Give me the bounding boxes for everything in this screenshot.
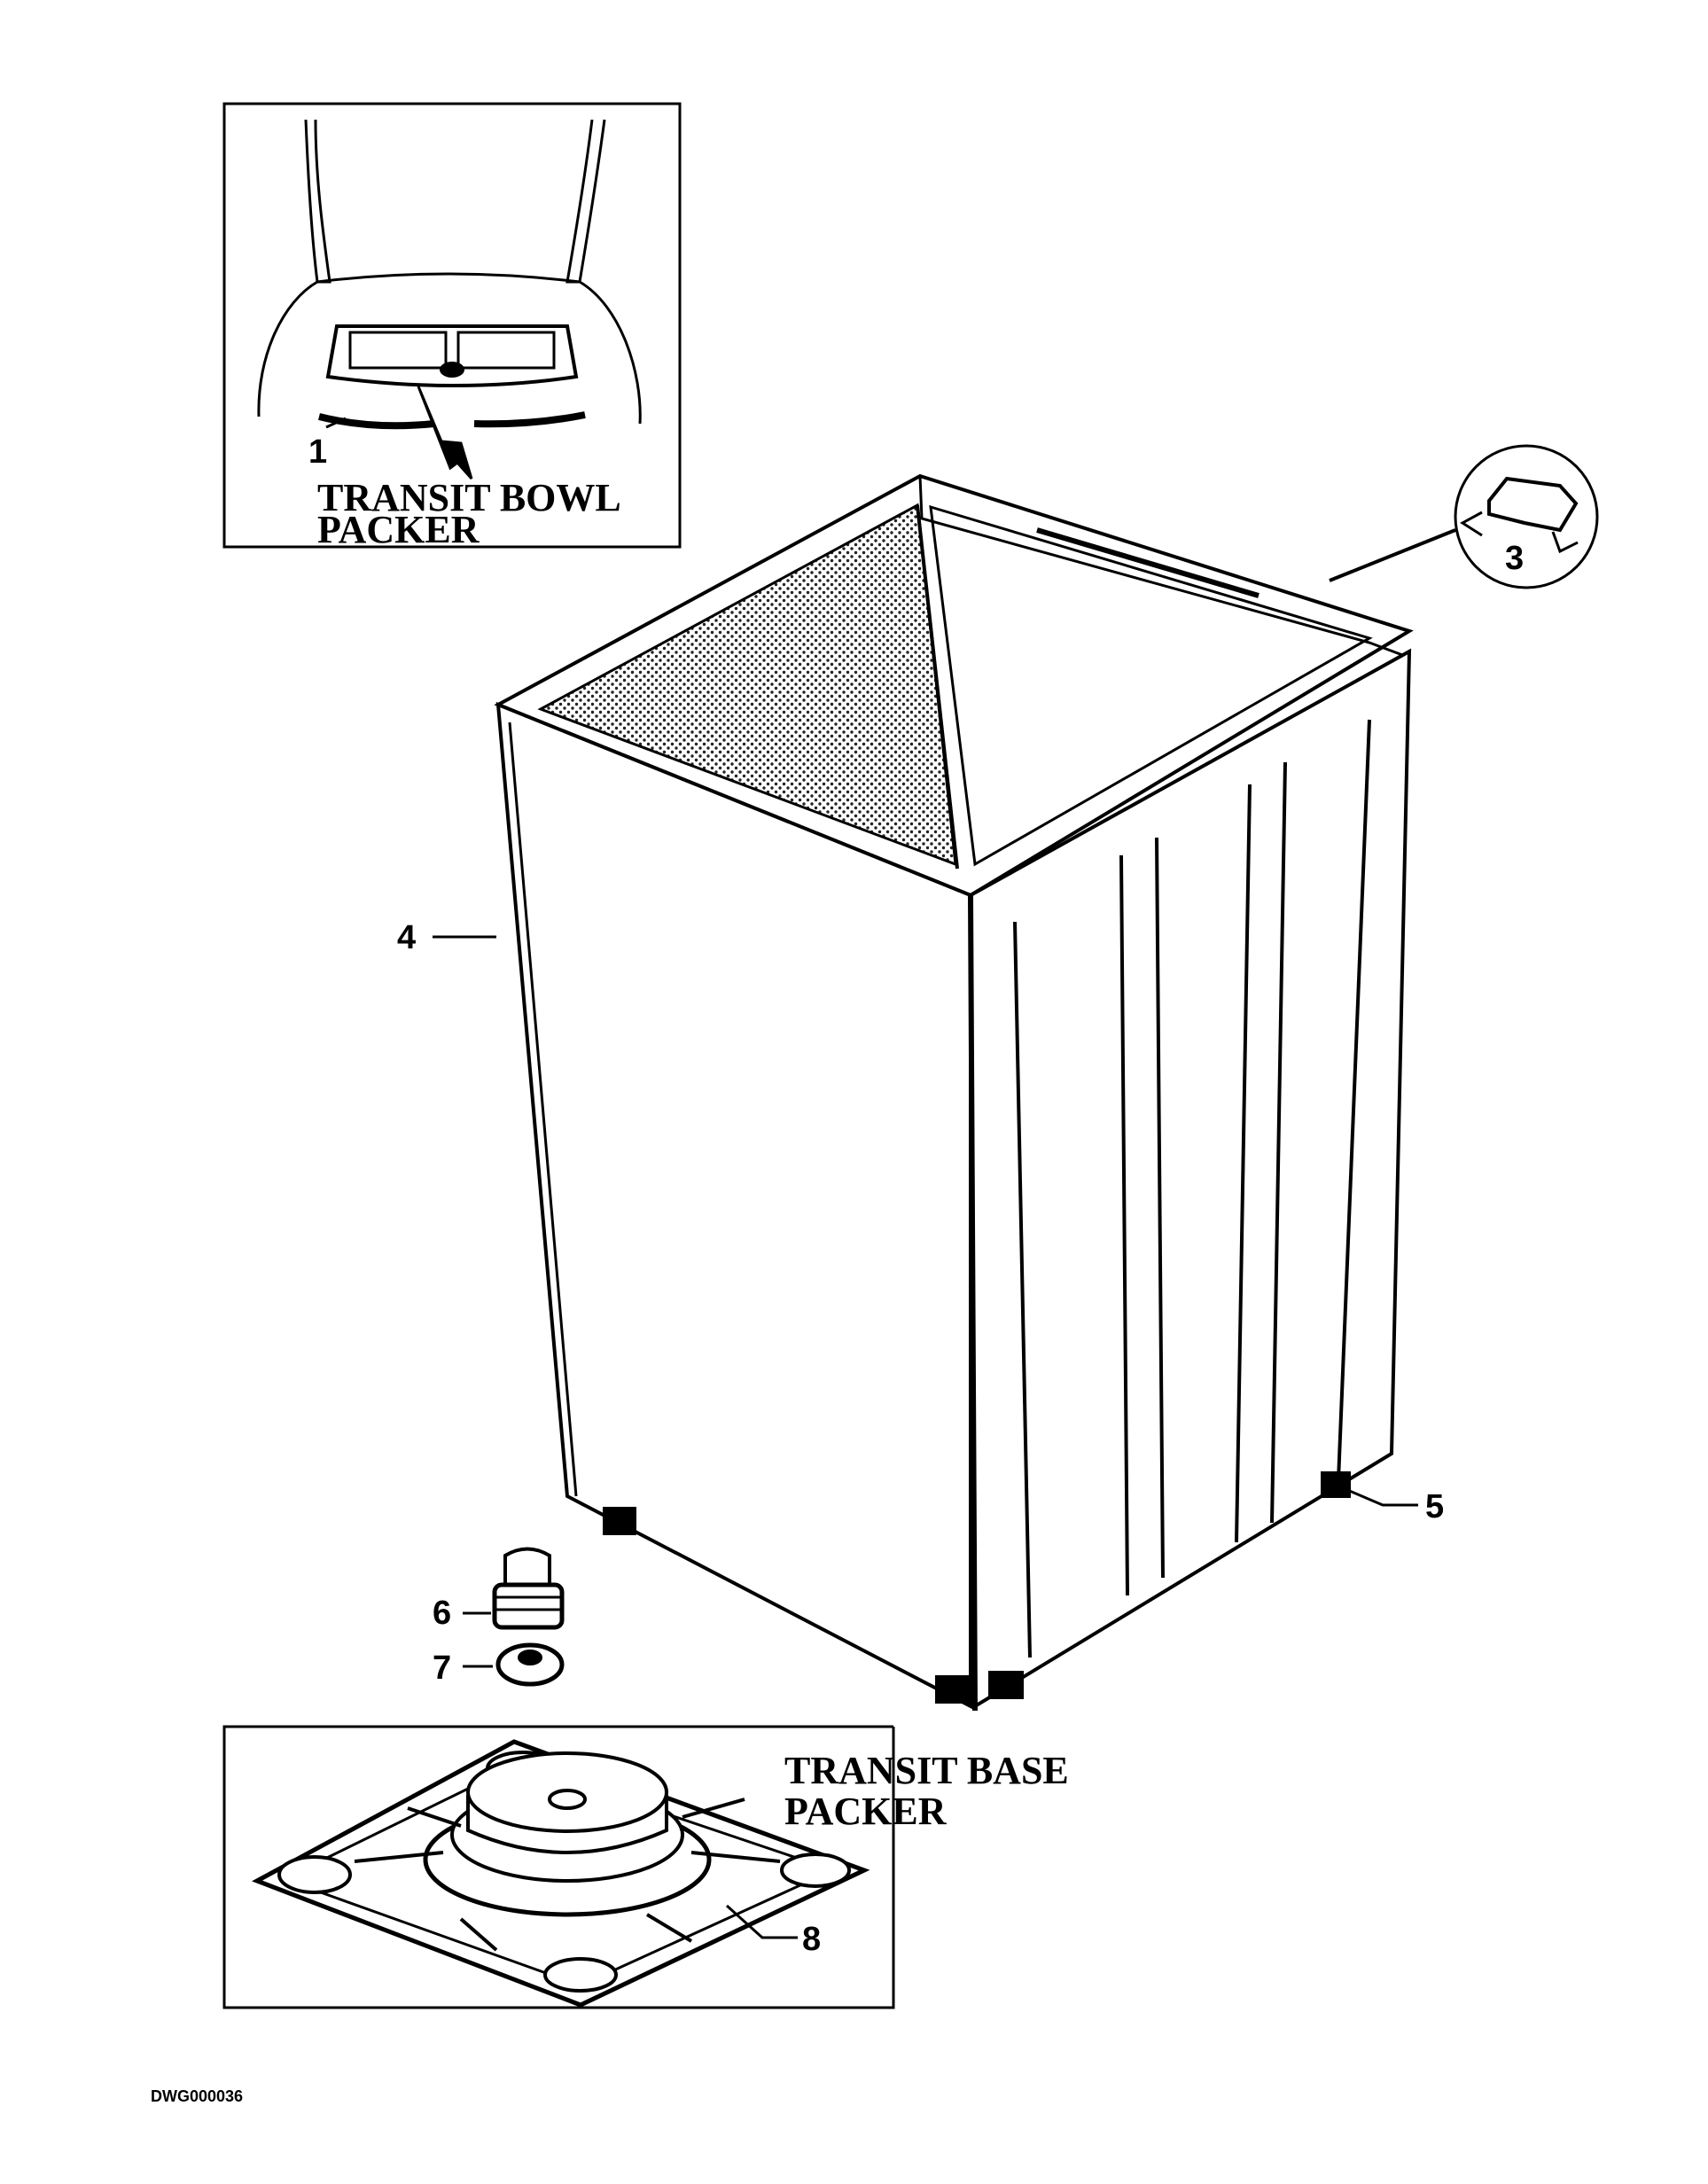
cabinet-rib-2 [1119,854,1129,1596]
bowl-outline-left [257,280,318,417]
clip-circle [1454,444,1599,589]
part-3-label: 3 [1505,540,1524,577]
cabinet-left-face [495,701,972,1710]
cabinet-foot-center-right [988,1671,1024,1699]
clip-body [1487,476,1579,533]
clip-tab-left [1460,511,1483,537]
bowl-packer-block [325,324,579,387]
cabinet-rib-5 [1270,761,1287,1524]
cabinet-opening-diagonal [916,504,959,870]
cabinet-foot-front-center [935,1675,971,1704]
part-8-leader [725,1904,798,1939]
cabinet-top-rim-back [918,475,1406,658]
cabinet-left-edge [508,722,578,1497]
cabinet-opening-inner [929,504,1373,867]
cabinet-rib-6 [1337,719,1371,1481]
plug-thread [492,1582,565,1630]
transit-bowl-packer-inset: 1 TRANSIT BOWL PACKER [222,102,682,551]
clip-leader [1329,528,1456,582]
bowl-shadow-right [473,411,586,428]
bowl-wall-left [304,119,331,284]
cabinet-rib-3 [1155,837,1165,1579]
part-6-label: 6 [433,1595,451,1632]
cabinet-foot-front-left [603,1507,636,1535]
part-5-label: 5 [1425,1488,1444,1525]
base-hub-hole [548,1789,587,1810]
base-rib-4 [682,1798,745,1819]
cabinet-corner-edge [968,894,978,1712]
bowl-packer-bolt [440,362,464,378]
cabinet-top-slot [1036,527,1260,598]
plug-part: 6 [433,1547,565,1632]
base-pad-left [277,1855,352,1894]
part-4-label: 4 [397,919,416,956]
bowl-wall-right [565,119,606,284]
base-rib-3 [407,1806,462,1828]
bowl-packer-slot-left [348,331,448,370]
grommet-part: 7 [433,1642,565,1687]
clip-callout: 3 [1329,444,1599,589]
plug-cap [503,1547,551,1588]
cabinet-rib-1 [1013,921,1032,1658]
cabinet: 4 5 [397,473,1444,1712]
bowl-title-line1: TRANSIT BOWL [317,476,621,519]
base-title-line2: PACKER [784,1790,948,1833]
base-rib-5 [459,1917,498,1952]
base-rib-1 [354,1851,444,1863]
base-rib-2 [690,1851,781,1863]
bowl-shadow [318,413,435,430]
bowl-title-line2: PACKER [317,508,480,551]
drawing-number: DWG000036 [151,2087,243,2105]
grommet-inner [518,1650,542,1665]
bowl-outline-right [579,280,642,425]
part-1-leader [325,417,347,429]
part-1-label: 1 [308,433,327,471]
base-title-line1: TRANSIT BASE [784,1749,1069,1792]
inset-frame-bowl [222,102,682,549]
base-pad-bottom [543,1957,618,1993]
bowl-arrow [417,386,473,480]
transit-base-packer-inset: 8 TRANSIT BASE PACKER [222,1725,1069,2009]
cabinet-rib-4 [1235,784,1252,1543]
part-8-label: 8 [802,1921,821,1958]
bowl-rim [316,272,581,284]
inset-frame-base [222,1725,895,2009]
cabinet-foot-right [1321,1471,1351,1498]
base-pad-right [780,1852,851,1888]
base-rib-6 [645,1913,693,1943]
clip-tab-right [1551,531,1579,554]
part-5-leader [1345,1487,1418,1507]
bowl-packer-slot-right [456,331,556,370]
part-7-label: 7 [433,1650,451,1687]
